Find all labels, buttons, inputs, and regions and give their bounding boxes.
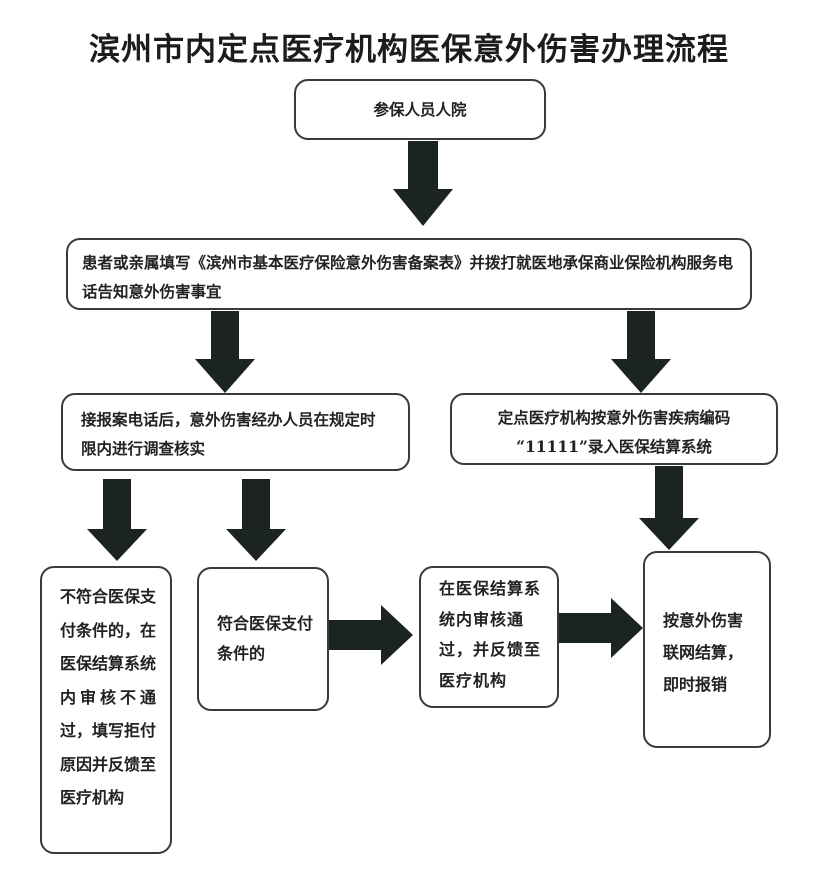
step-record-line2: “11111”录入医保结算系统 <box>516 437 712 456</box>
arrow-down-icon <box>195 311 255 393</box>
step-eligible-text: 符合医保支付条件的 <box>217 614 314 663</box>
page-title: 滨州市内定点医疗机构医保意外伤害办理流程 <box>89 32 729 68</box>
step-approved-text: 在医保结算系统内审核通过，并反馈至医疗机构 <box>439 579 542 690</box>
step-reject-text: 不符合医保支付条件的，在医保结算系统内审核不通过，填写拒付原因并反馈至医疗机构 <box>60 587 157 807</box>
step-settle-text: 按意外伤害联网结算，即时报销 <box>663 611 744 694</box>
step-eligible: 符合医保支付条件的 <box>197 567 329 711</box>
arrow-down-icon <box>639 466 699 550</box>
arrow-right-icon <box>329 605 413 665</box>
step-settle: 按意外伤害联网结算，即时报销 <box>643 551 771 748</box>
step-approved: 在医保结算系统内审核通过，并反馈至医疗机构 <box>419 566 559 708</box>
step-investigate-text: 接报案电话后，意外伤害经办人员在规定时限内进行调查核实 <box>81 410 376 458</box>
step-investigate: 接报案电话后，意外伤害经办人员在规定时限内进行调查核实 <box>61 393 410 471</box>
step-report-text: 患者或亲属填写《滨州市基本医疗保险意外伤害备案表》并拨打就医地承保商业保险机构服… <box>82 253 734 301</box>
step-admission-text: 参保人员人院 <box>373 99 467 119</box>
step-admission: 参保人员人院 <box>294 79 546 140</box>
arrow-down-icon <box>393 141 453 226</box>
arrow-down-icon <box>611 311 671 393</box>
step-report: 患者或亲属填写《滨州市基本医疗保险意外伤害备案表》并拨打就医地承保商业保险机构服… <box>66 238 752 310</box>
step-record-line1: 定点医疗机构按意外伤害疾病编码 <box>497 408 731 427</box>
step-record: 定点医疗机构按意外伤害疾病编码 “11111”录入医保结算系统 <box>450 393 778 465</box>
arrow-down-icon <box>87 479 147 561</box>
step-reject: 不符合医保支付条件的，在医保结算系统内审核不通过，填写拒付原因并反馈至医疗机构 <box>40 566 172 854</box>
arrow-down-icon <box>226 479 286 561</box>
arrow-right-icon <box>559 598 643 658</box>
